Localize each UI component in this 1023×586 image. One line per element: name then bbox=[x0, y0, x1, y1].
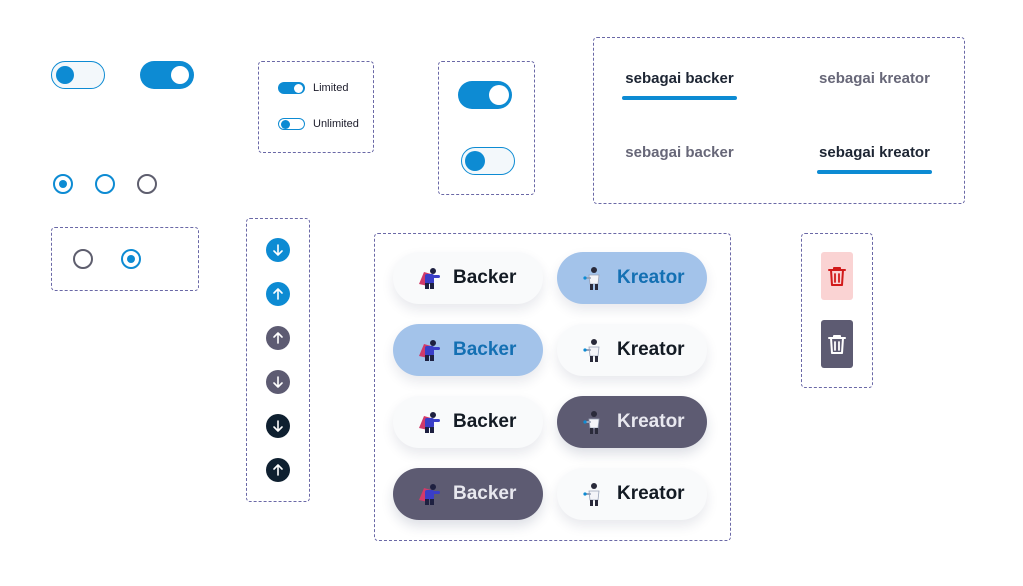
kreator-role-button[interactable]: Kreator bbox=[557, 324, 707, 376]
toggle-knob bbox=[171, 66, 189, 84]
superhero-icon bbox=[419, 412, 440, 433]
radio-button-checked[interactable] bbox=[53, 174, 73, 194]
sort-up-button[interactable] bbox=[266, 282, 290, 306]
backer-role-button[interactable]: Backer bbox=[393, 324, 543, 376]
toggle-option-label: Unlimited bbox=[313, 118, 359, 130]
kreator-role-button[interactable]: Kreator bbox=[557, 252, 707, 304]
sort-up-button[interactable] bbox=[266, 458, 290, 482]
role-button-label: Backer bbox=[453, 483, 517, 504]
role-button-label: Kreator bbox=[617, 267, 685, 288]
tab-sebagai-backer[interactable]: sebagai backer bbox=[622, 70, 737, 100]
creator-figure-icon bbox=[583, 339, 600, 362]
arrow-up-icon bbox=[273, 464, 283, 476]
toggle-switch-on[interactable] bbox=[458, 81, 512, 109]
backer-role-button[interactable]: Backer bbox=[393, 252, 543, 304]
arrow-up-icon bbox=[273, 332, 283, 344]
radio-button-checked[interactable] bbox=[121, 249, 141, 269]
superhero-icon bbox=[419, 268, 440, 289]
radio-button-unchecked[interactable] bbox=[73, 249, 93, 269]
delete-buttons-group bbox=[801, 233, 873, 388]
sort-down-button[interactable] bbox=[266, 238, 290, 262]
tab-sebagai-kreator[interactable]: sebagai kreator bbox=[817, 144, 932, 174]
toggle-options-group bbox=[258, 61, 374, 153]
arrow-down-icon bbox=[273, 244, 283, 256]
arrow-down-icon bbox=[273, 420, 283, 432]
superhero-icon bbox=[419, 340, 440, 361]
trash-icon bbox=[828, 335, 846, 354]
kreator-role-button[interactable]: Kreator bbox=[557, 468, 707, 520]
role-button-label: Kreator bbox=[617, 483, 685, 504]
role-button-label: Kreator bbox=[617, 339, 685, 360]
role-button-label: Backer bbox=[453, 339, 517, 360]
role-buttons-group bbox=[374, 233, 731, 541]
tab-label: sebagai backer bbox=[625, 70, 734, 87]
radio-group bbox=[51, 227, 199, 291]
tabs-group bbox=[593, 37, 965, 204]
small-toggle-on[interactable] bbox=[278, 82, 305, 94]
kreator-role-button[interactable]: Kreator bbox=[557, 396, 707, 448]
tab-sebagai-kreator[interactable]: sebagai kreator bbox=[817, 70, 932, 87]
tab-active-underline bbox=[622, 96, 737, 100]
backer-role-button[interactable]: Backer bbox=[393, 396, 543, 448]
creator-figure-icon bbox=[583, 483, 600, 506]
toggle-switch-off[interactable] bbox=[51, 61, 105, 89]
tab-label: sebagai kreator bbox=[819, 70, 930, 87]
toggle-knob bbox=[294, 83, 303, 93]
sort-down-button[interactable] bbox=[266, 370, 290, 394]
tab-active-underline bbox=[817, 170, 932, 174]
sort-down-button[interactable] bbox=[266, 414, 290, 438]
creator-figure-icon bbox=[583, 411, 600, 434]
toggle-option-label: Limited bbox=[313, 82, 349, 94]
trash-icon bbox=[828, 267, 846, 286]
toggle-knob bbox=[56, 66, 74, 84]
sort-arrows-group bbox=[246, 218, 310, 502]
toggle-pair-group bbox=[438, 61, 535, 195]
backer-role-button[interactable]: Backer bbox=[393, 468, 543, 520]
delete-button-danger[interactable] bbox=[821, 252, 853, 300]
small-toggle-off[interactable] bbox=[278, 118, 305, 130]
arrow-up-icon bbox=[273, 288, 283, 300]
toggle-option-unlimited[interactable]: Unlimited bbox=[278, 118, 359, 130]
role-button-label: Backer bbox=[453, 267, 517, 288]
toggle-knob bbox=[489, 85, 509, 105]
radio-button-unchecked[interactable] bbox=[95, 174, 115, 194]
arrow-down-icon bbox=[273, 376, 283, 388]
toggle-option-limited[interactable]: Limited bbox=[278, 82, 348, 94]
creator-figure-icon bbox=[583, 267, 600, 290]
toggle-switch-on[interactable] bbox=[140, 61, 194, 89]
delete-button-dark[interactable] bbox=[821, 320, 853, 368]
role-button-label: Kreator bbox=[617, 411, 685, 432]
superhero-icon bbox=[419, 484, 440, 505]
toggle-knob bbox=[281, 119, 290, 129]
toggle-knob bbox=[465, 151, 485, 171]
tab-label: sebagai backer bbox=[625, 144, 734, 161]
radio-button-disabled[interactable] bbox=[137, 174, 157, 194]
toggle-switch-off[interactable] bbox=[461, 147, 515, 175]
role-button-label: Backer bbox=[453, 411, 517, 432]
tab-sebagai-backer[interactable]: sebagai backer bbox=[622, 144, 737, 161]
tab-label: sebagai kreator bbox=[819, 144, 930, 161]
sort-up-button[interactable] bbox=[266, 326, 290, 350]
